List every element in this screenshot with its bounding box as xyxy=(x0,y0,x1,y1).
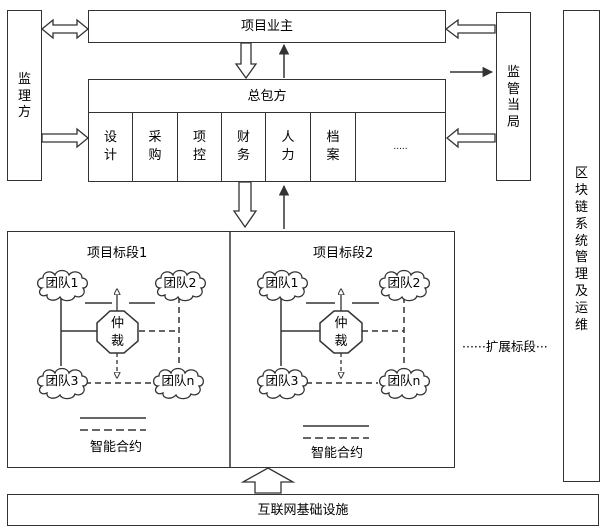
owner-box: 项目业主 xyxy=(88,10,446,43)
supervisor-box: 监理方 xyxy=(7,10,42,181)
section-2-team-n-label: 团队n xyxy=(387,373,421,388)
blockchain-ops-label: 区块链系统管理及运维 xyxy=(574,166,588,334)
general-contractor-box: 总包方 xyxy=(88,79,446,113)
section-2-arbitration-label: 仲裁 xyxy=(334,316,348,349)
dept-finance: 财务 xyxy=(222,113,266,181)
blockchain-ops-box: 区块链系统管理及运维 xyxy=(563,10,600,482)
supervisor-to-departments-arrow xyxy=(41,127,90,149)
owner-to-contractor-arrow xyxy=(234,42,258,80)
section-1-team-2-label: 团队2 xyxy=(163,275,197,290)
section-1-team-1-label: 团队1 xyxy=(45,275,79,290)
section-2-contract-label: 智能合约 xyxy=(311,446,364,461)
section-2-team-2-label: 团队2 xyxy=(387,275,421,290)
regulator-box: 监管当局 xyxy=(496,12,531,181)
dept-archive: 档案 xyxy=(311,113,356,181)
dept-procurement: 采购 xyxy=(133,113,178,181)
dept-project-control: 项控 xyxy=(178,113,222,181)
section-1-team-3-label: 团队3 xyxy=(45,373,79,388)
supervisor-owner-double-arrow xyxy=(40,18,90,40)
extension-section-label: ······扩展标段··· xyxy=(462,339,548,354)
infrastructure-box: 互联网基础设施 xyxy=(7,494,599,526)
infrastructure-to-sections-arrow xyxy=(240,467,296,494)
section-1-team-n-label: 团队n xyxy=(161,373,195,388)
departments-row: 设计 采购 项控 财务 人力 档案 ..... xyxy=(88,112,446,182)
dept-design: 设计 xyxy=(89,113,133,181)
dept-more: ..... xyxy=(393,141,408,152)
section-2-team-3-label: 团队3 xyxy=(265,373,299,388)
section-1-title: 项目标段1 xyxy=(87,246,148,261)
contractor-to-sections-arrow xyxy=(232,181,258,229)
regulator-label: 监管当局 xyxy=(506,65,520,130)
section-1-contract-label: 智能合约 xyxy=(90,440,143,455)
sections-container xyxy=(7,231,455,468)
infrastructure-label: 互联网基础设施 xyxy=(257,503,349,518)
owner-label: 项目业主 xyxy=(240,19,293,34)
supervisor-label: 监理方 xyxy=(17,72,31,121)
dept-hr: 人力 xyxy=(266,113,311,181)
section-2-team-1-label: 团队1 xyxy=(265,275,299,290)
regulator-to-owner-arrow xyxy=(444,18,496,40)
general-contractor-label: 总包方 xyxy=(247,89,287,104)
section-1-arbitration-label: 仲裁 xyxy=(110,316,124,349)
section-2-title: 项目标段2 xyxy=(313,246,374,261)
regulator-to-departments-arrow xyxy=(445,127,496,149)
